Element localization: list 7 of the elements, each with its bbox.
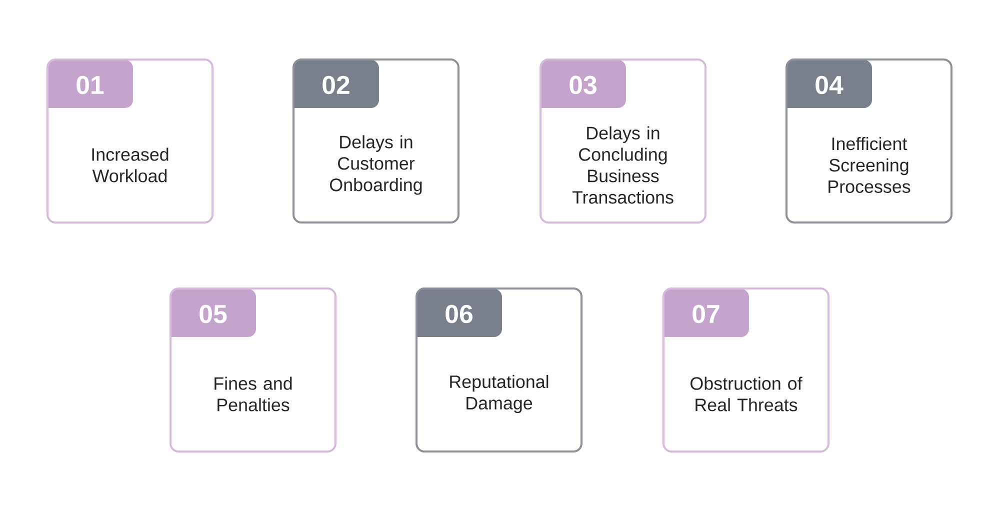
number-tab: 05	[171, 289, 256, 337]
number-tab: 01	[48, 60, 133, 108]
number-tab: 04	[787, 60, 872, 108]
number-tab: 06	[417, 289, 502, 337]
number-tab: 07	[664, 289, 749, 337]
number-tab: 03	[541, 60, 626, 108]
number-tab: 02	[294, 60, 379, 108]
